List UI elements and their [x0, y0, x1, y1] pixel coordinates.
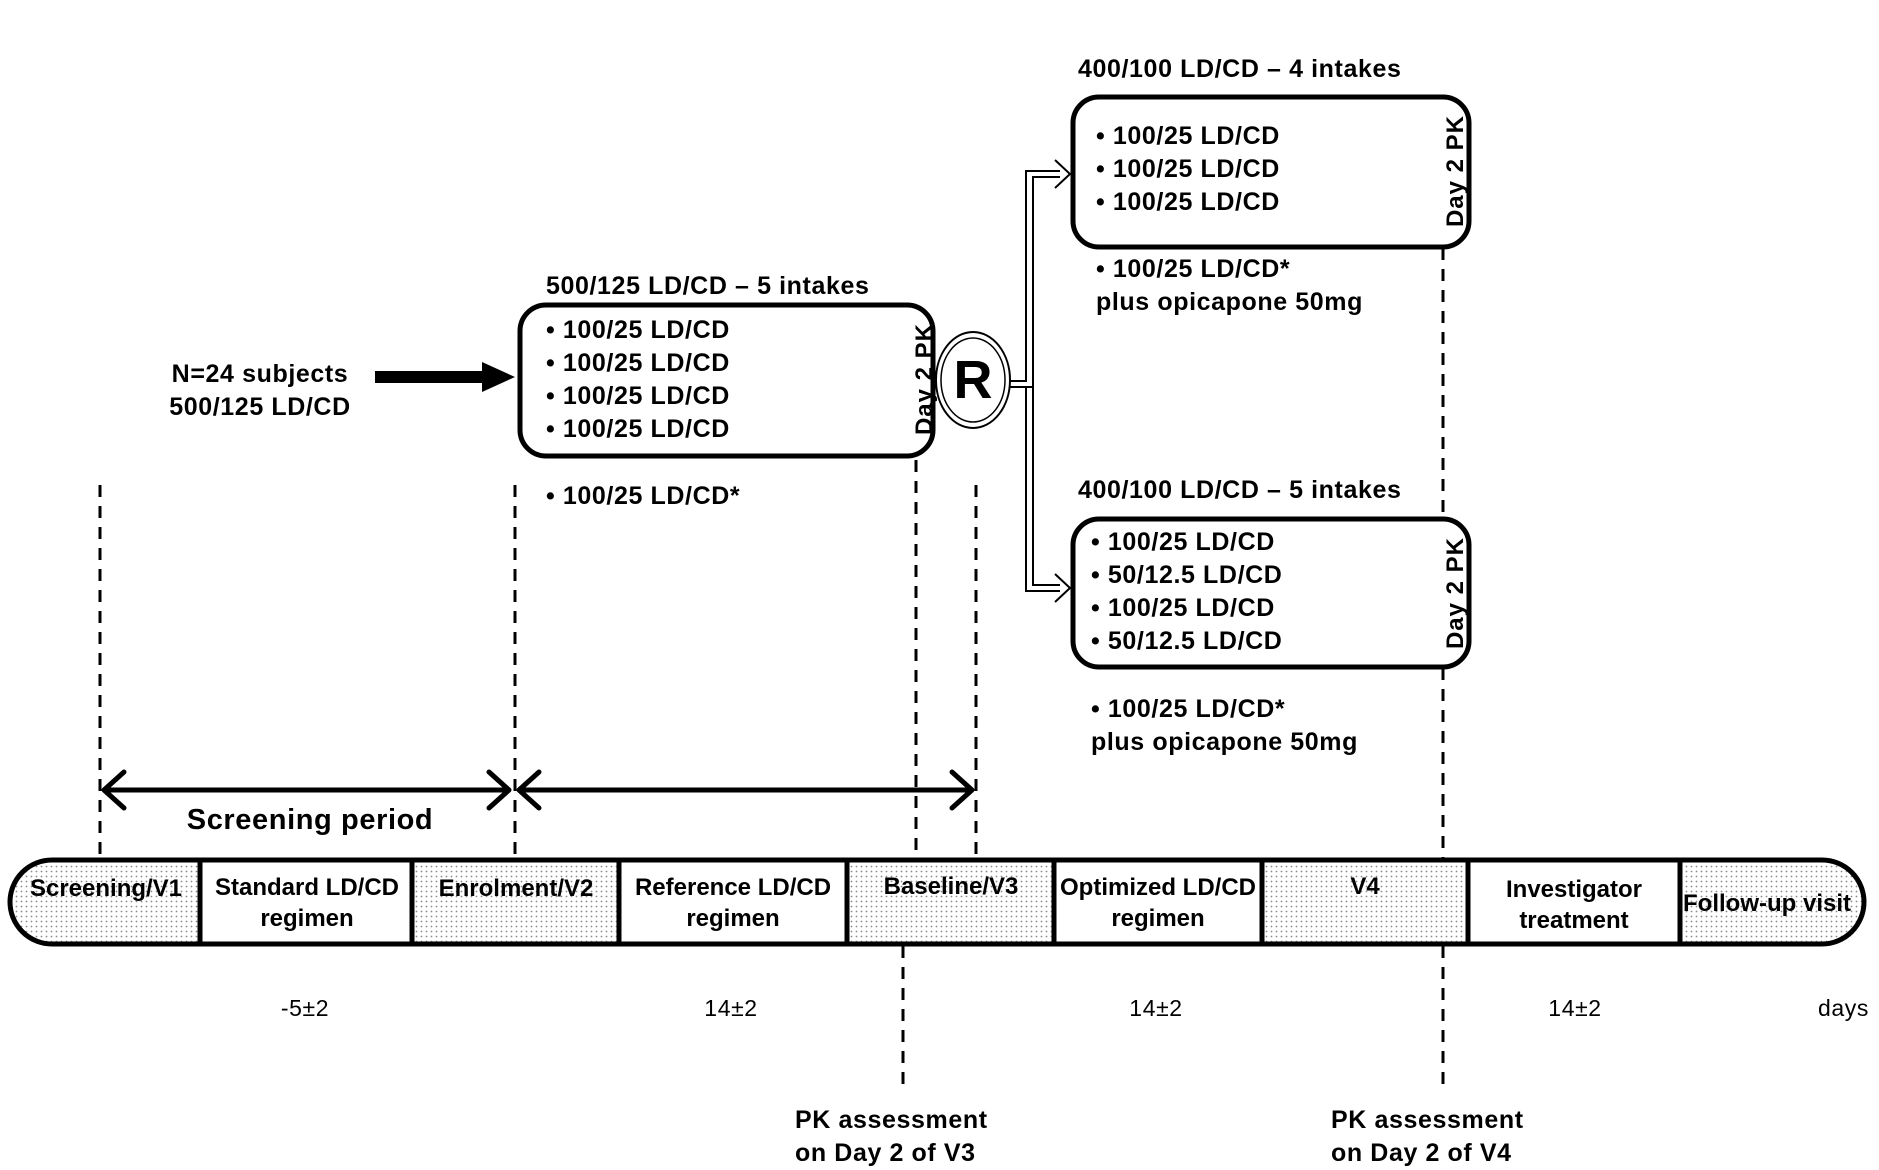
dose-item: • 100/25 LD/CD: [546, 380, 730, 413]
branch-arrowhead-a: [1055, 160, 1070, 188]
arm-b-extra-dose: • 100/25 LD/CD*: [1091, 693, 1358, 726]
pk-assessment-v4: PK assessment on Day 2 of V4: [1331, 1104, 1524, 1170]
dose-item: • 100/25 LD/CD: [546, 413, 730, 446]
timeline-seg-reference: Reference LD/CD regimen: [621, 870, 845, 936]
dose-item: • 100/25 LD/CD: [1096, 186, 1280, 219]
timeline-seg-screening: Screening/V1: [12, 868, 200, 908]
dose-item: • 100/25 LD/CD: [1091, 526, 1282, 559]
timeline-seg-baseline: Baseline/V3: [849, 866, 1053, 906]
dose-item: • 100/25 LD/CD: [546, 314, 730, 347]
timeline-seg-standard: Standard LD/CD regimen: [204, 870, 410, 936]
timeline-seg-follow-up: Follow-up visit: [1682, 870, 1852, 936]
duration-investigator: 14±2: [1500, 992, 1650, 1025]
arm-b-items: • 100/25 LD/CD • 50/12.5 LD/CD • 100/25 …: [1091, 526, 1282, 658]
pk-assessment-v3: PK assessment on Day 2 of V3: [795, 1104, 988, 1170]
dose-item: • 50/12.5 LD/CD: [1091, 559, 1282, 592]
arm-a-items: • 100/25 LD/CD • 100/25 LD/CD • 100/25 L…: [1096, 120, 1280, 219]
branch-line: [1010, 171, 1060, 381]
timeline-seg-investigator: Investigator treatment: [1470, 872, 1678, 938]
arm-b-title: 400/100 LD/CD – 5 intakes: [1078, 474, 1402, 507]
screening-period-label: Screening period: [120, 802, 500, 838]
enrolment-arrow: [375, 362, 515, 392]
arm-b-pk-label: Day 2 PK: [1442, 523, 1472, 663]
enrolment-arrow-head: [482, 362, 515, 392]
branch-line: [1033, 381, 1060, 585]
dose-item: • 50/12.5 LD/CD: [1091, 625, 1282, 658]
branch-line: [1010, 177, 1060, 387]
pk-v3-line-1: PK assessment: [795, 1104, 988, 1137]
timeline-seg-v4: V4: [1264, 866, 1466, 906]
duration-units: days: [1818, 992, 1869, 1025]
duration-reference: 14±2: [656, 992, 806, 1025]
dose-item: • 100/25 LD/CD: [1096, 153, 1280, 186]
arm-a-extra-note: plus opicapone 50mg: [1096, 286, 1363, 319]
reference-box-items: • 100/25 LD/CD • 100/25 LD/CD • 100/25 L…: [546, 314, 730, 446]
cohort-label: N=24 subjects 500/125 LD/CD: [140, 358, 380, 424]
duration-optimized: 14±2: [1081, 992, 1231, 1025]
dose-item: • 100/25 LD/CD: [546, 347, 730, 380]
randomization-label: R: [936, 332, 1010, 428]
branch-arrowhead-b: [1055, 574, 1070, 602]
pk-v4-line-1: PK assessment: [1331, 1104, 1524, 1137]
cohort-line-1: N=24 subjects: [140, 358, 380, 391]
reference-box-extra: • 100/25 LD/CD*: [546, 480, 740, 513]
cohort-line-2: 500/125 LD/CD: [140, 391, 380, 424]
arm-a-extra-dose: • 100/25 LD/CD*: [1096, 253, 1363, 286]
arm-b-extra-note: plus opicapone 50mg: [1091, 726, 1358, 759]
dose-item: • 100/25 LD/CD: [1091, 592, 1282, 625]
duration-standard: -5±2: [230, 992, 380, 1025]
reference-box-title: 500/125 LD/CD – 5 intakes: [546, 270, 870, 303]
enrolment-arrow-shaft: [375, 371, 488, 383]
pk-v4-line-2: on Day 2 of V4: [1331, 1137, 1524, 1170]
timeline-seg-optimized: Optimized LD/CD regimen: [1056, 870, 1260, 936]
arm-a-title: 400/100 LD/CD – 4 intakes: [1078, 53, 1402, 86]
timeline-seg-enrolment: Enrolment/V2: [414, 868, 618, 908]
branch-line: [1026, 387, 1060, 591]
randomization-branch: [1010, 160, 1070, 602]
pk-v3-line-2: on Day 2 of V3: [795, 1137, 988, 1170]
arm-b-extra: • 100/25 LD/CD* plus opicapone 50mg: [1091, 693, 1358, 759]
arm-a-extra: • 100/25 LD/CD* plus opicapone 50mg: [1096, 253, 1363, 319]
dose-item: • 100/25 LD/CD: [1096, 120, 1280, 153]
arm-a-pk-label: Day 2 PK: [1442, 101, 1472, 241]
